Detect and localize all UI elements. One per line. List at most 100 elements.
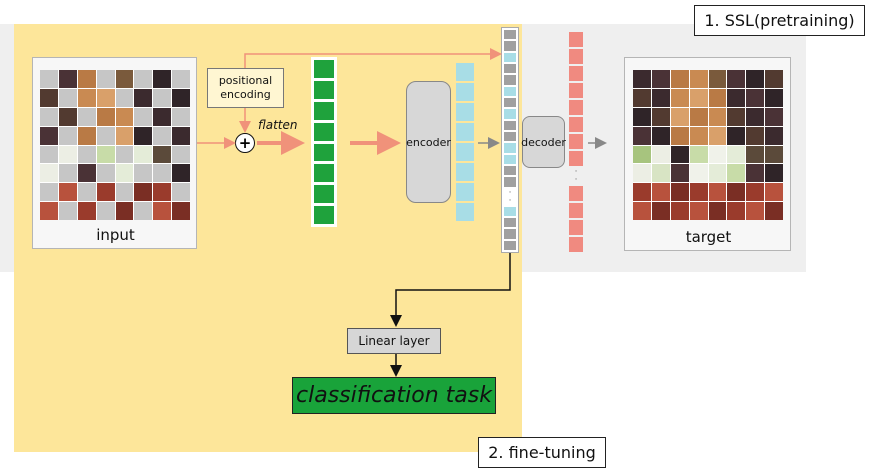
encoded-token <box>456 183 474 201</box>
masked-patch <box>58 202 77 220</box>
encoded-token <box>504 143 516 153</box>
image-patch <box>651 126 670 145</box>
image-patch <box>96 107 115 126</box>
input-panel: input <box>32 57 197 249</box>
image-patch <box>746 164 765 183</box>
pe-to-sequence-arrow <box>244 48 502 68</box>
image-patch <box>172 88 190 107</box>
image-patch <box>651 88 670 107</box>
image-patch <box>172 126 190 145</box>
image-patch <box>765 164 783 183</box>
flatten-label: flatten <box>258 118 298 132</box>
mask-token <box>504 41 516 51</box>
image-patch <box>153 183 172 202</box>
masked-patch <box>134 70 153 88</box>
masked-patch <box>96 164 115 183</box>
encoded-token <box>504 206 516 216</box>
image-patch <box>134 88 153 107</box>
masked-patch <box>40 70 58 88</box>
masked-patch <box>153 164 172 183</box>
decoded-token <box>569 49 583 64</box>
mask-token <box>504 217 516 228</box>
patch-token <box>314 143 334 162</box>
image-patch <box>172 164 190 183</box>
image-patch <box>727 164 746 183</box>
image-patch <box>651 70 670 88</box>
image-patch <box>115 164 134 183</box>
image-patch <box>40 126 58 145</box>
masked-patch <box>115 88 134 107</box>
image-patch <box>708 145 727 164</box>
masked-patch <box>172 70 190 88</box>
image-patch <box>670 70 689 88</box>
encoded-token <box>504 109 516 119</box>
image-patch <box>670 88 689 107</box>
encoded-token <box>456 163 474 181</box>
image-patch <box>727 70 746 88</box>
encoded-token-column <box>456 63 474 221</box>
image-patch <box>765 88 783 107</box>
masked-patch <box>172 145 190 164</box>
image-patch <box>77 126 96 145</box>
image-patch <box>765 107 783 126</box>
mask-token <box>504 63 516 74</box>
image-patch <box>58 145 77 164</box>
image-patch <box>633 70 651 88</box>
image-patch <box>153 145 172 164</box>
image-patch <box>58 107 77 126</box>
encoded-token <box>456 123 474 141</box>
image-patch <box>746 88 765 107</box>
patch-token <box>314 164 334 183</box>
decoded-token-column: ·· <box>569 32 583 252</box>
image-patch <box>765 126 783 145</box>
mask-token <box>504 131 516 142</box>
image-patch <box>134 145 153 164</box>
image-patch <box>746 202 765 220</box>
image-patch <box>689 145 708 164</box>
image-patch <box>96 183 115 202</box>
mask-token <box>504 75 516 85</box>
image-patch <box>670 183 689 202</box>
image-patch <box>40 202 58 220</box>
image-patch <box>633 107 651 126</box>
masked-patch <box>40 107 58 126</box>
patch-token <box>314 122 334 141</box>
decoded-token <box>569 32 583 47</box>
fine-tuning-label: 2. fine-tuning <box>478 437 606 468</box>
image-patch <box>727 183 746 202</box>
masked-patch <box>96 126 115 145</box>
masked-patch <box>58 126 77 145</box>
masked-patch <box>172 183 190 202</box>
image-patch <box>708 70 727 88</box>
mask-token <box>504 240 516 250</box>
image-patch <box>708 88 727 107</box>
decoded-token <box>569 237 583 252</box>
encoded-token <box>456 203 474 221</box>
decoded-token <box>569 100 583 115</box>
encoded-token <box>456 143 474 161</box>
image-patch <box>765 183 783 202</box>
image-patch <box>765 145 783 164</box>
image-patch <box>708 183 727 202</box>
image-patch <box>765 70 783 88</box>
image-patch <box>689 202 708 220</box>
sequence-to-linear-arrow <box>390 253 511 327</box>
decoded-token <box>569 220 583 235</box>
masked-patch <box>77 145 96 164</box>
image-patch <box>96 88 115 107</box>
image-patch <box>689 107 708 126</box>
target-image <box>633 70 783 220</box>
decoded-token <box>569 134 583 149</box>
image-patch <box>153 202 172 220</box>
masked-patch <box>153 126 172 145</box>
image-patch <box>40 88 58 107</box>
image-patch <box>633 145 651 164</box>
image-patch <box>708 126 727 145</box>
masked-patch <box>153 88 172 107</box>
masked-patch <box>77 183 96 202</box>
masked-patch <box>40 183 58 202</box>
masked-patch <box>58 88 77 107</box>
image-patch <box>746 126 765 145</box>
image-patch <box>651 164 670 183</box>
